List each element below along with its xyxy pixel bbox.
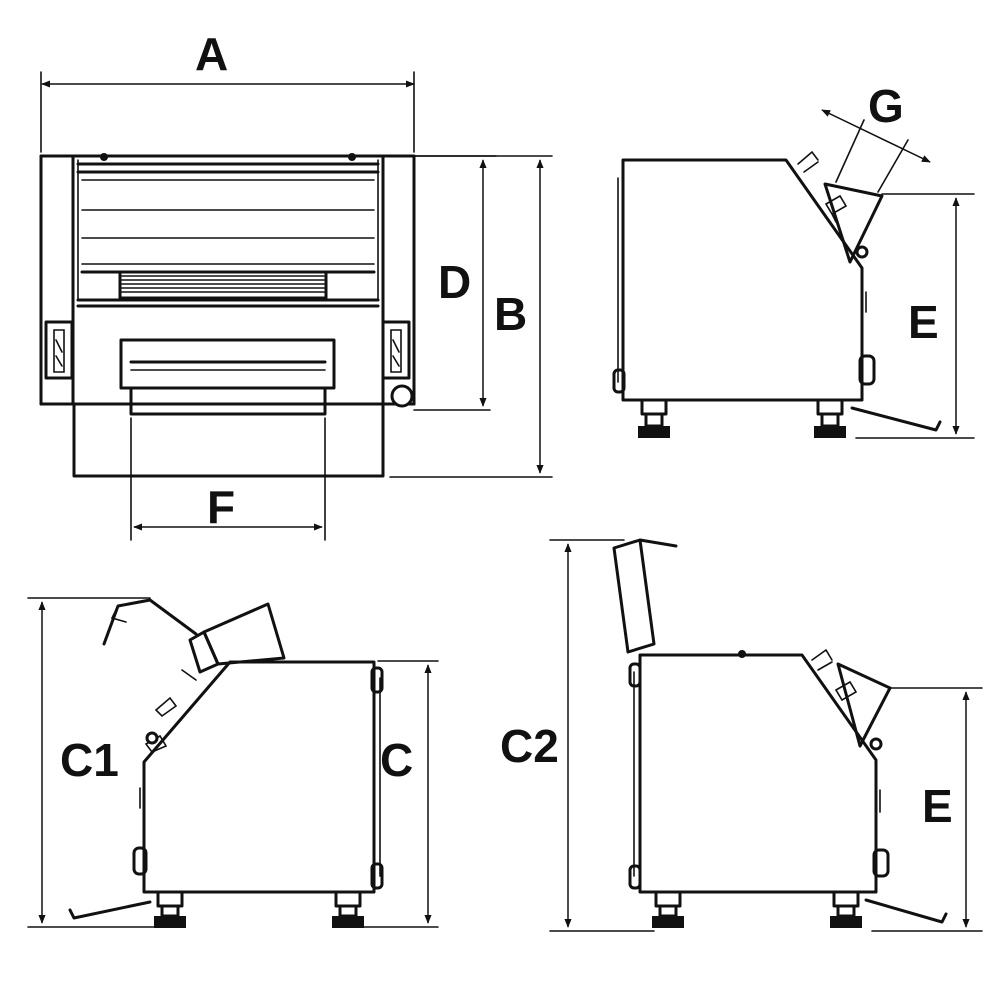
front-tray [119, 338, 336, 390]
lid-chute [836, 662, 892, 748]
side-body [621, 158, 864, 402]
raised-lid [612, 538, 656, 654]
label-a: A [195, 28, 228, 80]
roller-ribs [121, 275, 325, 293]
label-g: G [868, 80, 904, 132]
label-d: D [438, 256, 471, 308]
label-f: F [207, 481, 235, 533]
label-c2: C2 [500, 720, 559, 772]
label-b: B [494, 288, 527, 340]
side-view-lid: C2 E [500, 538, 983, 932]
label-e2: E [922, 780, 953, 832]
left-post [39, 154, 75, 406]
side-view-right: G E [612, 80, 975, 439]
label-e: E [908, 296, 939, 348]
side-view-open: C1 C [27, 597, 439, 928]
label-c: C [380, 734, 413, 786]
dimension-line-g [821, 109, 931, 163]
feed-chute [823, 182, 884, 264]
front-view: A [39, 28, 553, 541]
adjust-knob-icon [390, 384, 414, 408]
label-c1: C1 [60, 734, 119, 786]
open-feet [154, 890, 364, 928]
open-body [142, 660, 376, 894]
open-lid [202, 602, 286, 666]
lid-feet [652, 890, 862, 928]
lid-body [638, 653, 878, 894]
feet [638, 398, 846, 438]
